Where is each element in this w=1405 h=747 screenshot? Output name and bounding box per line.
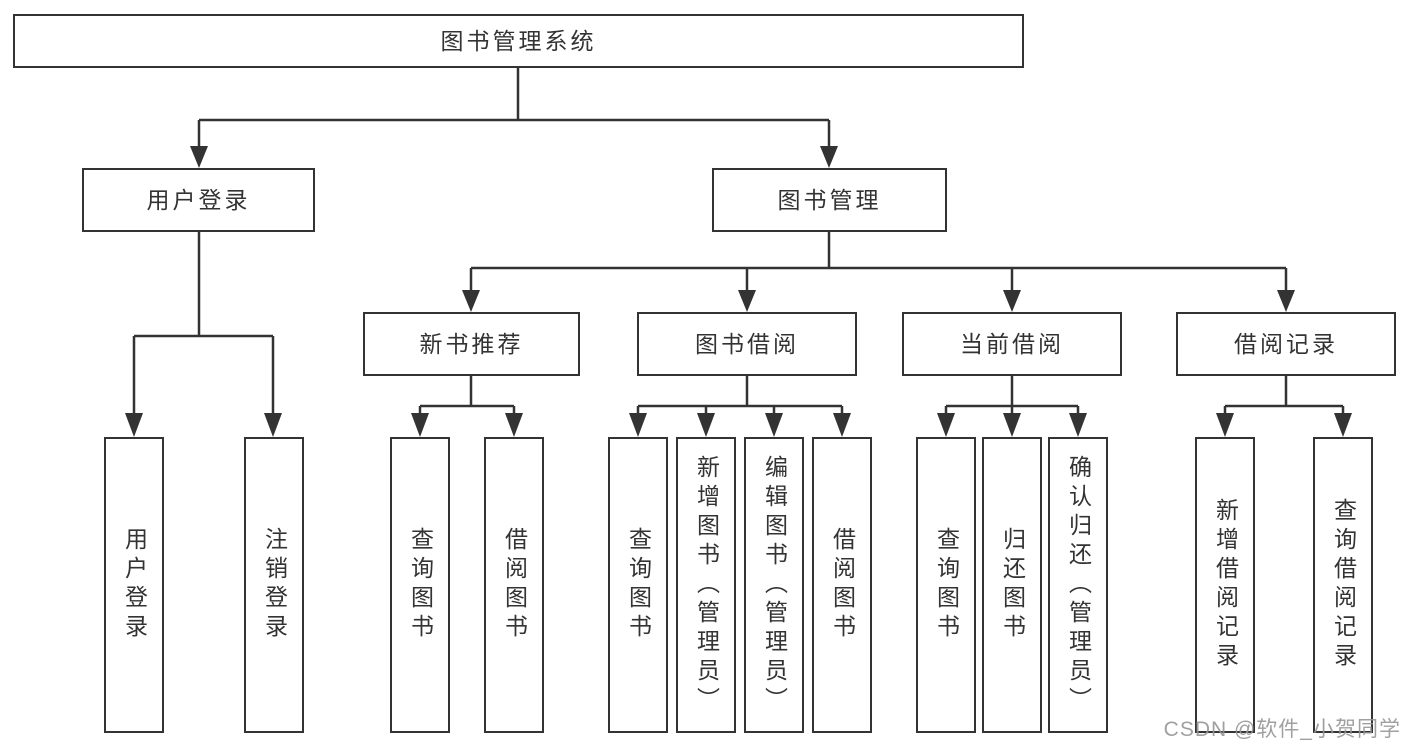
arrow-down-icon <box>190 146 208 168</box>
arrow-down-icon <box>125 413 143 437</box>
leaf-edit-books-admin: 编辑图书（管理员） <box>744 437 804 733</box>
watermark: CSDN @软件_小贺同学 <box>1163 718 1401 741</box>
leaf-return-books: 归还图书 <box>982 437 1042 733</box>
arrow-down-icon <box>1069 413 1087 437</box>
arrow-down-icon <box>1003 290 1021 312</box>
leaf-query-books-current: 查询图书 <box>916 437 976 733</box>
node-current-borrowing: 当前借阅 <box>902 312 1122 376</box>
connector-path <box>132 68 1345 415</box>
arrow-down-icon <box>264 413 282 437</box>
arrow-down-icon <box>1003 413 1021 437</box>
arrow-down-icon <box>411 413 429 437</box>
node-borrowing-records: 借阅记录 <box>1176 312 1396 376</box>
node-book-borrowing: 图书借阅 <box>637 312 857 376</box>
leaf-query-books-borrow: 查询图书 <box>608 437 668 733</box>
arrow-down-icon <box>505 413 523 437</box>
leaf-add-books-admin: 新增图书（管理员） <box>676 437 736 733</box>
leaf-confirm-return-admin: 确认归还（管理员） <box>1048 437 1108 733</box>
arrow-down-icon <box>765 413 783 437</box>
leaf-logout: 注销登录 <box>244 437 304 733</box>
node-book-management: 图书管理 <box>712 168 947 232</box>
leaf-add-borrow-record: 新增借阅记录 <box>1195 437 1255 733</box>
node-library-management-system: 图书管理系统 <box>13 14 1024 68</box>
leaf-query-books-recommend: 查询图书 <box>390 437 450 733</box>
arrow-down-icon <box>937 413 955 437</box>
arrow-down-icon <box>697 413 715 437</box>
leaf-borrow-books: 借阅图书 <box>812 437 872 733</box>
leaf-query-borrow-record: 查询借阅记录 <box>1313 437 1373 733</box>
arrow-down-icon <box>738 290 756 312</box>
arrow-down-icon <box>820 146 838 168</box>
node-user-login: 用户登录 <box>82 168 315 232</box>
arrow-down-icon <box>1334 413 1352 437</box>
arrow-down-icon <box>462 290 480 312</box>
arrow-down-icon <box>629 413 647 437</box>
arrow-down-icon <box>1216 413 1234 437</box>
node-new-book-recommend: 新书推荐 <box>363 312 580 376</box>
arrow-down-icon <box>1277 290 1295 312</box>
leaf-user-login: 用户登录 <box>104 437 164 733</box>
leaf-borrow-books-recommend: 借阅图书 <box>484 437 544 733</box>
arrow-down-icon <box>833 413 851 437</box>
arrowhead-group <box>125 146 1352 437</box>
